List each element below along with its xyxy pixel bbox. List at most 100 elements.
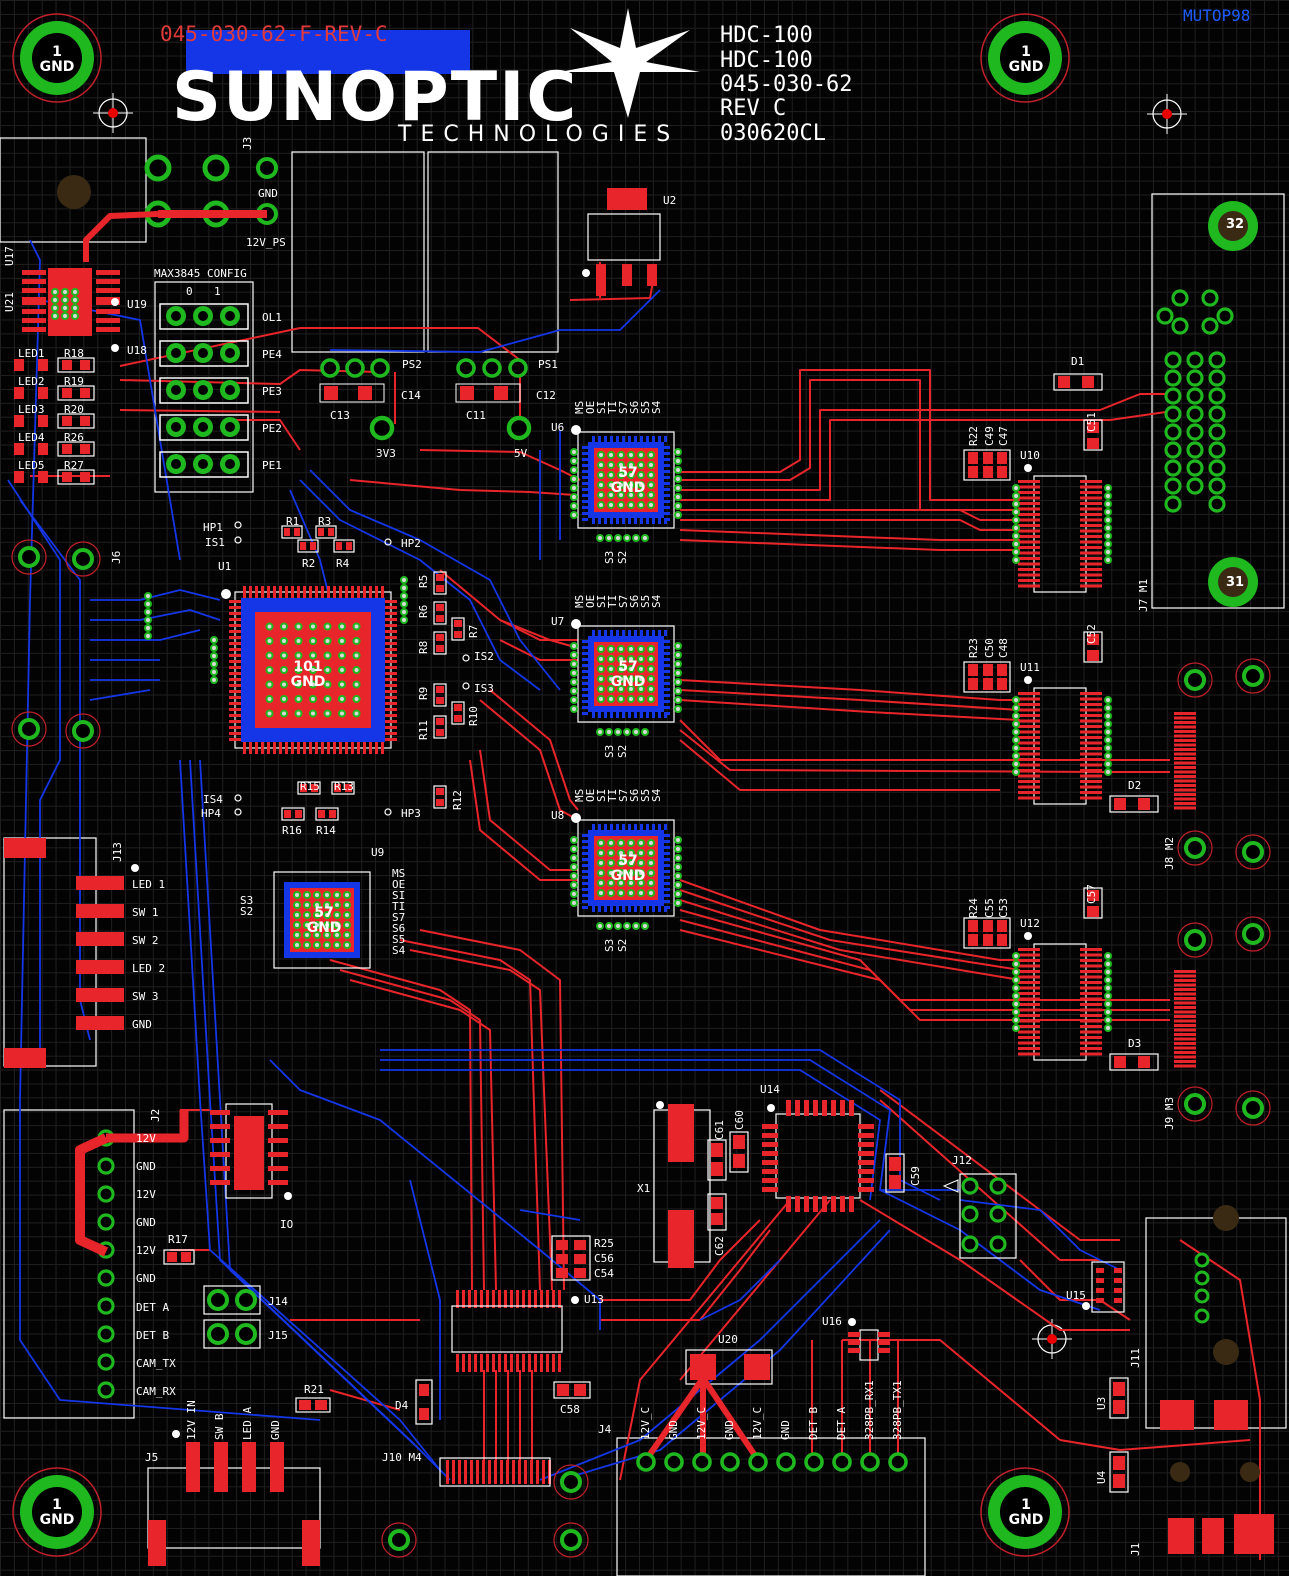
u13-pin [540,1354,543,1372]
via [674,511,682,519]
u16-pin [848,1332,860,1337]
u17-pin [96,270,120,275]
u13-pin [462,1354,465,1372]
j7-pin [1208,387,1226,405]
led5-ref: LED5 [18,459,45,472]
u1-pin [385,678,397,681]
u1-pin [351,742,354,754]
u6-thermal-via [627,491,635,499]
u8-pin [664,834,670,837]
fpc-pin [1174,988,1196,991]
u1-pin [229,672,241,675]
j7-pin [1164,405,1182,423]
via [51,304,59,312]
u1-thermal-via [352,637,361,645]
c58-pad [557,1384,569,1396]
u1-thermal-via [338,695,346,703]
u1-pin [385,642,397,645]
u6-thermal-via [607,491,615,499]
u14-pin1 [767,1104,775,1112]
r17-pad [167,1252,177,1262]
config-hole [225,459,235,469]
u15-outline [1091,1261,1125,1313]
u9-thermal-via [313,891,321,899]
via [614,728,622,736]
led-pad [14,359,24,371]
u1-pin [333,742,336,754]
u20-pad [744,1354,770,1380]
d1-ref: D1 [1071,355,1085,368]
via [144,616,152,624]
u7-thermal-via [607,675,615,683]
u7-thermal-via [617,655,625,663]
fiducial-dot [108,108,118,118]
cap-pad [968,452,978,464]
soic-pin [1018,959,1040,962]
j2-pin-6: GND [136,1272,156,1285]
u1-pin [229,666,241,669]
u7-pin [582,712,588,715]
u1-thermal-via [265,666,274,674]
top-trace [419,449,581,481]
u8-thermal-via [597,879,605,887]
via [1012,728,1020,736]
j7-pin [1186,441,1204,459]
u1-pin [385,690,397,693]
config-hole [225,311,235,321]
via [144,592,152,600]
tp-is4: IS4 [203,793,223,806]
fiducial-dot [1047,1334,1057,1344]
j10-pin [470,1460,473,1484]
j13-pin-3: SW 2 [132,934,159,947]
soic-pin1 [1024,932,1032,940]
r21-ref: R21 [304,1383,324,1396]
u6-thermal-via [647,491,655,499]
u7-thermal-via [627,685,635,693]
u8-pin [664,894,670,897]
u8-pin [628,824,631,830]
j12-pin1-arrow [942,1179,959,1193]
u15-pin1 [1082,1302,1090,1310]
u3-pad [1113,1400,1125,1414]
j10-pin [530,1460,533,1484]
u7-pin [604,712,607,718]
cap-pad [997,678,1007,690]
j4-pin [860,1452,880,1472]
u6-pin [582,500,588,503]
c58-outline [553,1381,591,1399]
u8-thermal-via [607,869,615,877]
via [1104,984,1112,992]
u7-pin1 [571,619,581,629]
u16-pin [848,1348,860,1353]
soic-pin [1018,562,1040,566]
u7-thermal-via [647,655,655,663]
u8-thermal-via [617,859,625,867]
u13-pin [468,1354,471,1372]
fpc-pin [1174,997,1196,1000]
connector-j4-outline [616,1437,926,1576]
fpc-pin [1174,752,1196,756]
u1-pin [229,606,241,609]
u7-pin [628,630,631,636]
u7-pin [664,712,670,715]
u6-pin [664,436,667,442]
u9-thermal-via [313,941,321,949]
u8-thermal-via [607,839,615,847]
mount-ring [553,1522,589,1558]
top-trace [230,419,301,451]
bottom-trace [879,1189,1101,1311]
u4-outline [1109,1451,1129,1493]
u8-thermal-via [617,879,625,887]
config-hole [171,459,181,469]
u8-thermal-via [647,839,655,847]
via [1104,500,1112,508]
u1-pin [385,666,397,669]
c62-pad [711,1197,723,1209]
u13-pin [486,1354,489,1372]
r19-ref: R19 [64,375,84,388]
jumper-outline [159,303,249,330]
j13-pin1 [131,864,139,872]
fpc-pin [1174,1037,1196,1041]
d2-outline [1109,795,1159,813]
u8-thermal-via [597,859,605,867]
